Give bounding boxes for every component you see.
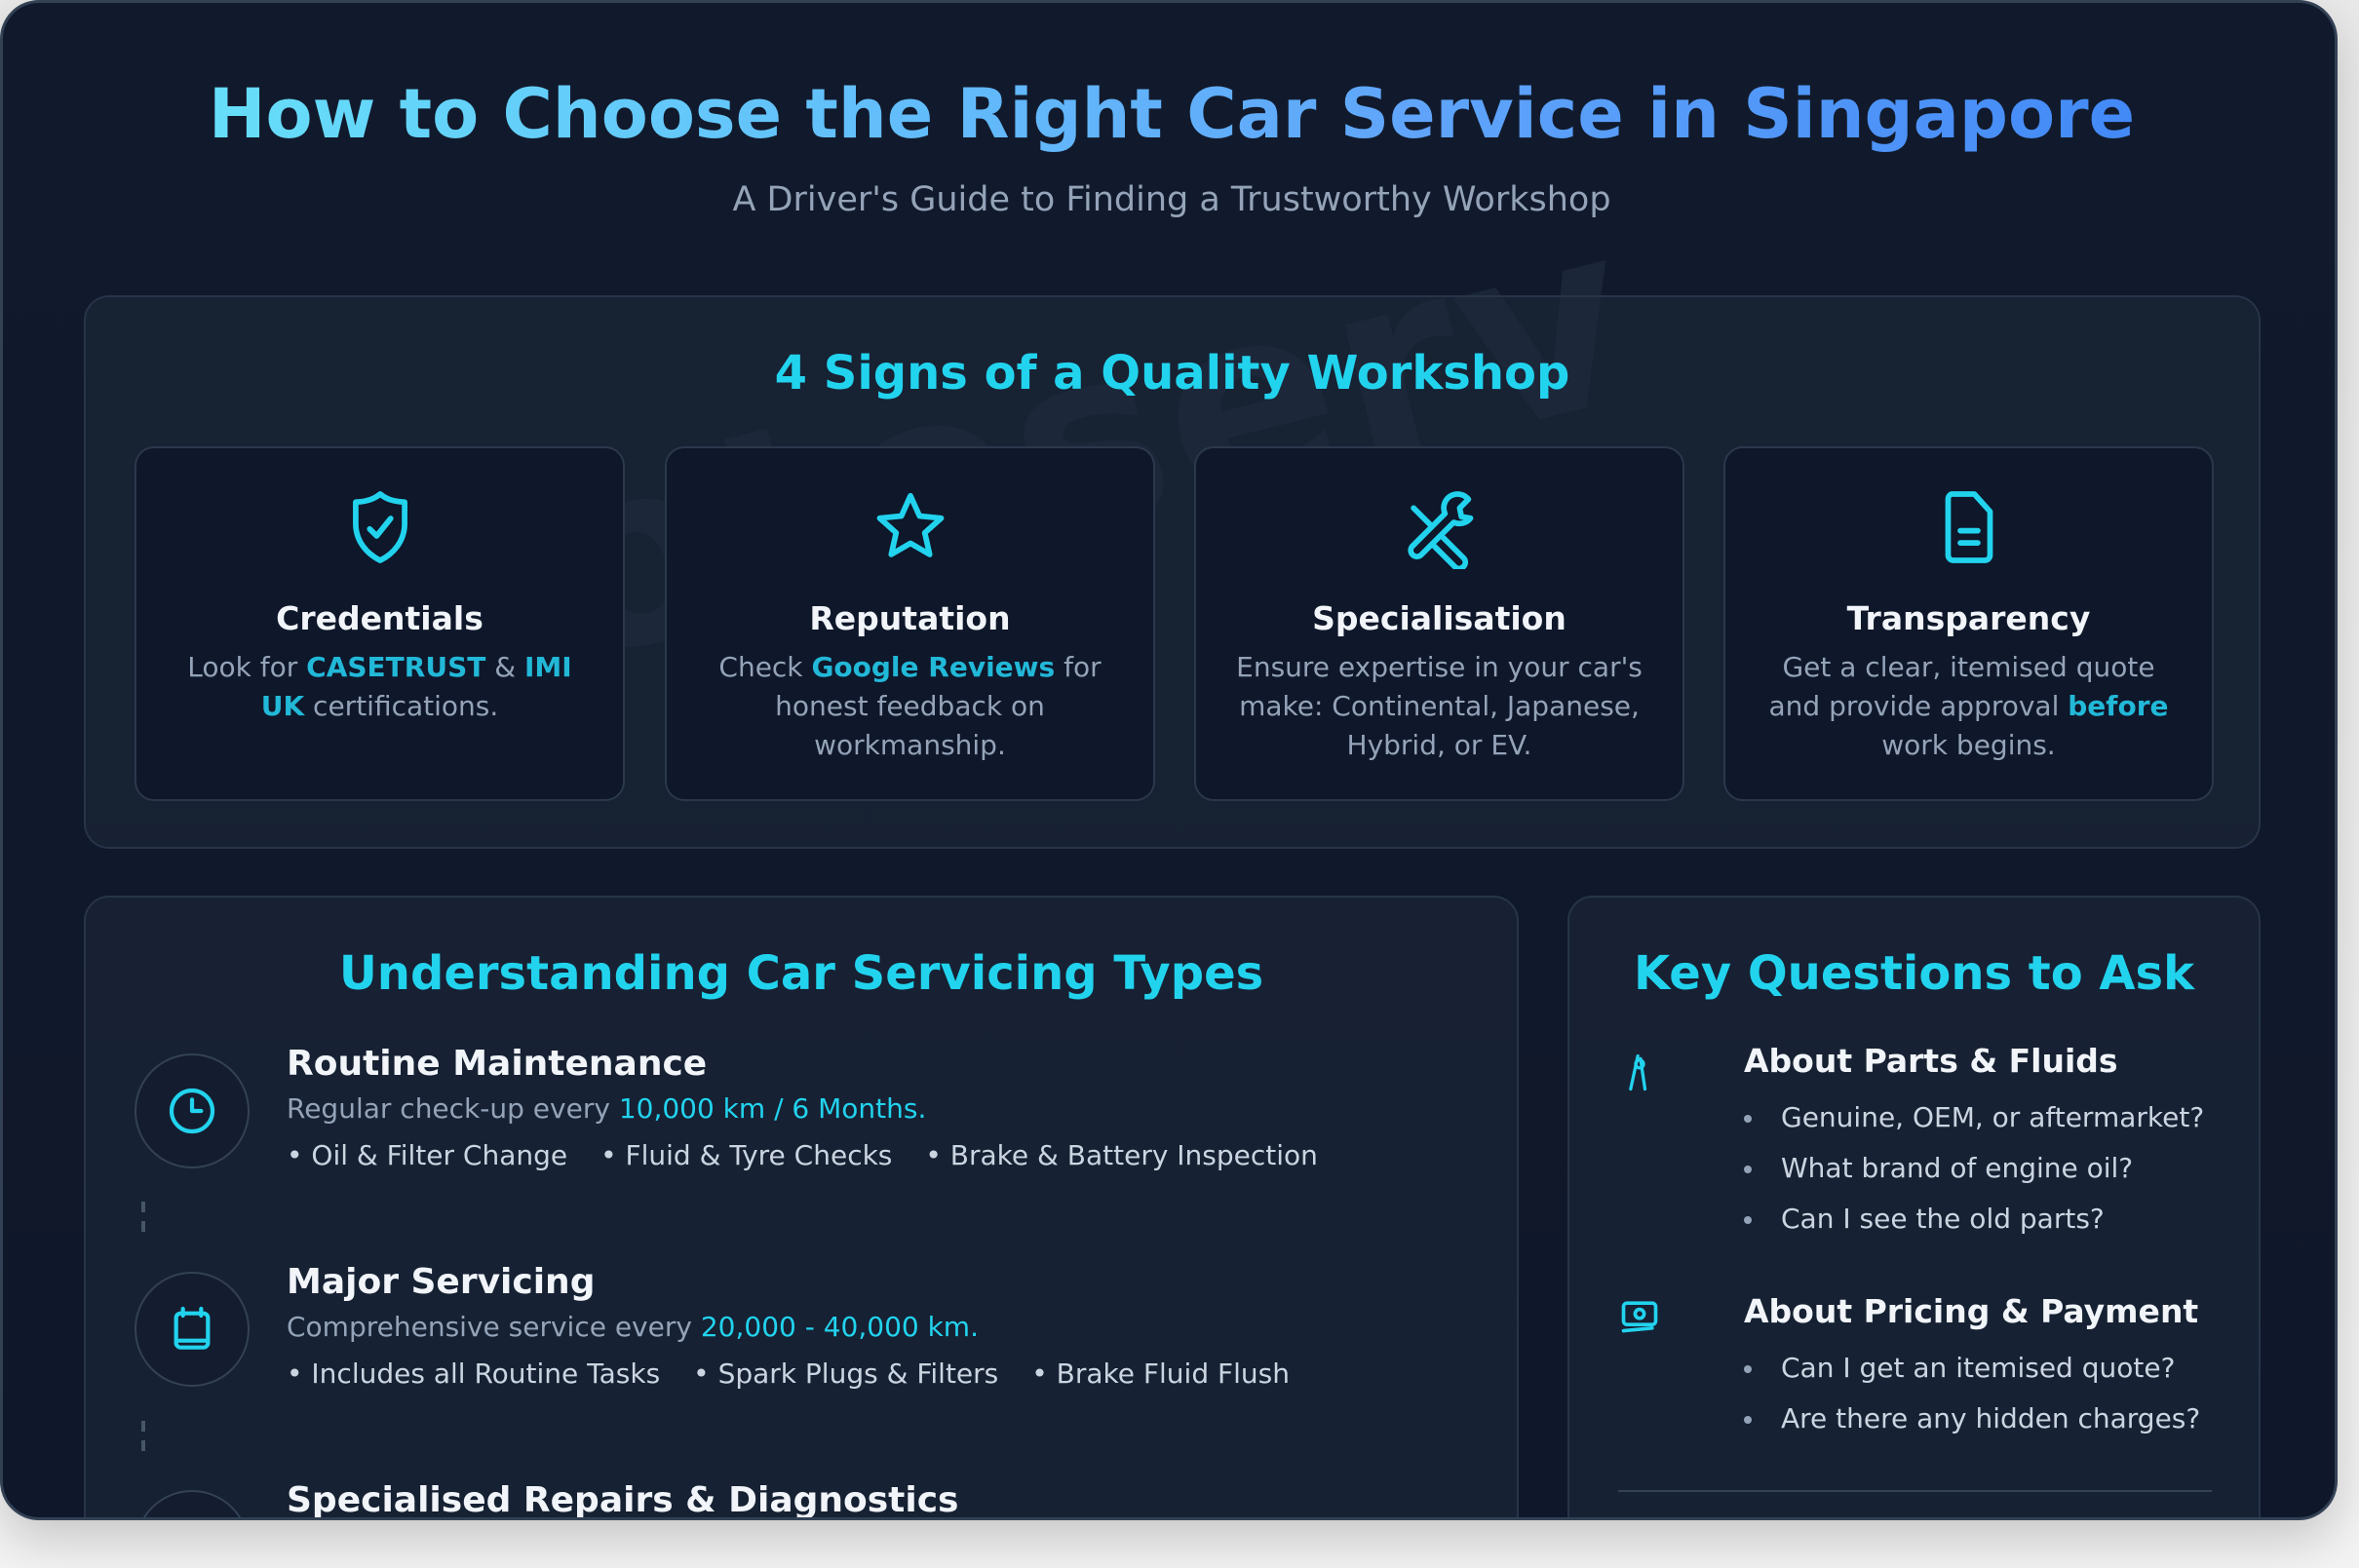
sign-card-title: Transparency [1846,599,2091,637]
desc-text: work begins. [1881,729,2056,761]
service-task: • Brake & Battery Inspection [925,1139,1318,1171]
service-task: • Fluid & Tyre Checks [600,1139,893,1171]
question-item: Genuine, OEM, or aftermarket? [1744,1092,2204,1143]
page-subtitle: A Driver's Guide to Finding a Trustworth… [732,180,1611,219]
desc-highlight: IMI UK [260,651,572,722]
quality-signs-panel: 4 Signs of a Quality Workshop Credential… [84,295,2261,849]
desc-text: & [485,651,524,683]
question-item: What brand of engine oil? [1744,1143,2204,1194]
desc-text: Ensure expertise in your car's make: Con… [1236,651,1643,761]
timeline-connector [141,1202,145,1235]
desc-text: Regular check-up every [287,1092,619,1125]
service-desc: Comprehensive service every 20,000 - 40,… [287,1311,979,1343]
sign-card-reputation: Reputation Check Google Reviews for hone… [665,446,1155,801]
sign-card-desc: Check Google Reviews for honest feedback… [706,648,1114,765]
service-interval: 10,000 km / 6 Months [618,1092,918,1125]
clock-icon [169,1088,215,1134]
divider [1618,1490,2212,1492]
question-group-title: About Pricing & Payment [1744,1292,2199,1330]
compass-tool-icon [1629,1053,1647,1091]
key-questions-heading: Key Questions to Ask [1633,946,2195,1001]
question-item: Can I see the old parts? [1744,1194,2204,1244]
service-icon-circle [135,1272,250,1387]
desc-text: certifications. [304,690,499,722]
service-title: Routine Maintenance [287,1044,708,1084]
service-task: • Oil & Filter Change [287,1139,568,1171]
infographic-frame: motoserv How to Choose the Right Car Ser… [0,0,2338,1520]
wrench-screwdriver-icon [1196,485,1682,573]
desc-highlight: before [2068,690,2169,722]
service-task-list: • Oil & Filter Change • Fluid & Tyre Che… [287,1139,1318,1171]
quality-signs-heading: 4 Signs of a Quality Workshop [774,346,1570,401]
question-item: Are there any hidden charges? [1744,1394,2200,1444]
sign-card-credentials: Credentials Look for CASETRUST & IMI UK … [135,446,625,801]
sign-card-title: Specialisation [1312,599,1566,637]
service-icon-circle [135,1053,250,1168]
question-group-title: About Parts & Fluids [1744,1042,2118,1080]
service-desc: Regular check-up every 10,000 km / 6 Mon… [287,1092,926,1125]
service-task: • Brake Fluid Flush [1031,1358,1290,1390]
servicing-types-heading: Understanding Car Servicing Types [338,946,1264,1001]
desc-text: Comprehensive service every [287,1311,701,1343]
service-item-routine: Routine Maintenance Regular check-up eve… [135,1044,1488,1248]
service-title: Major Servicing [287,1262,596,1302]
desc-highlight: CASETRUST [306,651,486,683]
star-icon [667,485,1153,573]
sign-card-desc: Get a clear, itemised quote and provide … [1764,648,2173,765]
diagnostics-icon [135,1490,250,1517]
service-item-major: Major Servicing Comprehensive service ev… [135,1262,1488,1467]
desc-text: for honest feedback on workmanship. [775,651,1102,761]
sign-card-specialisation: Specialisation Ensure expertise in your … [1194,446,1684,801]
document-icon [1725,485,2212,573]
service-title: Specialised Repairs & Diagnostics [287,1480,959,1520]
page-title: How to Choose the Right Car Service in S… [3,73,2335,155]
desc-text: Look for [187,651,307,683]
desc-text: . [917,1092,927,1125]
question-list: Genuine, OEM, or aftermarket? What brand… [1744,1092,2204,1244]
sign-card-desc: Ensure expertise in your car's make: Con… [1235,648,1644,765]
sign-card-title: Credentials [276,599,483,637]
question-list: Can I get an itemised quote? Are there a… [1744,1343,2200,1444]
sign-card-transparency: Transparency Get a clear, itemised quote… [1723,446,2214,801]
question-item: Can I get an itemised quote? [1744,1343,2200,1394]
servicing-types-panel: Understanding Car Servicing Types Routin… [84,896,1519,1517]
money-icon [1621,1301,1658,1333]
service-item-specialised: Specialised Repairs & Diagnostics [135,1480,1488,1517]
sign-card-desc: Look for CASETRUST & IMI UK certificatio… [175,648,584,726]
key-questions-panel: Key Questions to Ask About Parts & Fluid… [1567,896,2261,1517]
desc-highlight: Google Reviews [811,651,1056,683]
desc-text: . [970,1311,979,1343]
service-task-list: • Includes all Routine Tasks • Spark Plu… [287,1358,1290,1390]
service-task: • Includes all Routine Tasks [287,1358,661,1390]
desc-text: Check [718,651,812,683]
calendar-icon [174,1306,211,1350]
service-task: • Spark Plugs & Filters [693,1358,999,1390]
sign-card-title: Reputation [809,599,1011,637]
timeline-connector [141,1421,145,1454]
desc-text: Get a clear, itemised quote and provide … [1768,651,2155,722]
service-interval: 20,000 - 40,000 km [700,1311,971,1343]
shield-check-icon [136,485,623,573]
